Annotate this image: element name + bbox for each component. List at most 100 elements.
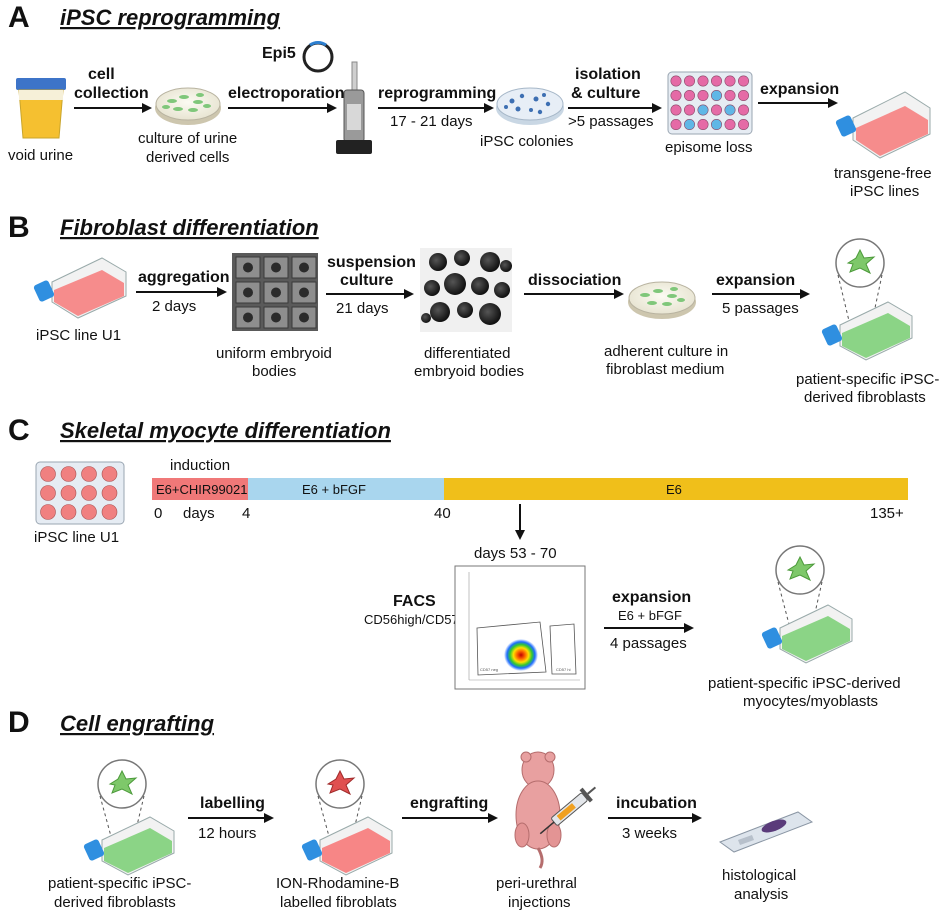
embryoid-body	[243, 312, 253, 323]
well	[670, 119, 682, 131]
and-culture-label: & culture	[571, 85, 640, 102]
well-plate-icon	[667, 71, 753, 135]
labelling-label: labelling	[200, 795, 265, 812]
timeline-bar: E6+CHIR99021 E6 + bFGF E6	[152, 478, 908, 500]
embryoid-body	[471, 277, 489, 295]
embryoid-body	[457, 302, 473, 318]
days-range-label: days 53 - 70	[474, 545, 557, 562]
patient-fibro-label-1: patient-specific iPSC-	[796, 371, 939, 388]
well	[81, 466, 97, 482]
well	[60, 504, 77, 520]
electroporation-label: electroporation	[228, 85, 344, 102]
tick-40: 40	[434, 505, 451, 522]
hist-label-1: histological	[722, 867, 796, 884]
well	[737, 104, 749, 116]
well	[724, 90, 736, 102]
expansion-b-label: expansion	[716, 272, 795, 289]
urine-cup-icon	[16, 78, 66, 139]
patient-fibro-label-2: derived fibroblasts	[804, 389, 926, 406]
panel-a-title: iPSC reprogramming	[60, 5, 281, 30]
epi5-label: Epi5	[262, 45, 296, 62]
panel-d-letter: D	[8, 706, 30, 739]
well	[101, 466, 118, 482]
patient-myo-label-2: myocytes/myoblasts	[743, 693, 878, 710]
panel-a: A iPSC reprogramming void urine cell col…	[8, 1, 932, 200]
plasmid-icon	[302, 40, 334, 73]
well	[697, 90, 709, 102]
embryoid-body	[299, 312, 309, 323]
reprogramming-days: 17 - 21 days	[390, 113, 473, 130]
well	[670, 104, 682, 116]
embryoid-body	[444, 273, 466, 295]
flask-icon	[33, 257, 127, 319]
aggregation-days: 2 days	[152, 298, 196, 315]
panel-c: C Skeletal myocyte differentiation iPSC …	[8, 414, 908, 710]
well	[670, 75, 682, 87]
transgene-label-1: transgene-free	[834, 165, 932, 182]
embryoid-body	[424, 280, 440, 296]
well	[683, 119, 695, 131]
embryoid-body	[421, 313, 431, 323]
ipsc-line-c-label: iPSC line U1	[34, 529, 119, 546]
twelve-well-plate-icon	[35, 461, 125, 525]
embryoid-body	[299, 287, 309, 298]
incubation-label: incubation	[616, 795, 697, 812]
induction-label: induction	[170, 457, 230, 474]
well	[710, 75, 722, 87]
well	[40, 466, 56, 482]
well	[81, 504, 97, 520]
ipsc-colonies-dish-icon	[496, 87, 564, 125]
ipsc-colonies-label: iPSC colonies	[480, 133, 573, 150]
well	[40, 485, 56, 501]
aggregation-label: aggregation	[138, 269, 230, 286]
adherent-label-2: fibroblast medium	[606, 361, 724, 378]
panel-d: D Cell engrafting patient-specific iPSC-…	[8, 706, 814, 911]
mouse-injection-icon	[514, 751, 597, 869]
timeline-seg-e6	[444, 478, 908, 500]
well	[697, 75, 709, 87]
well	[81, 485, 97, 501]
timeline-seg-chir	[152, 478, 248, 500]
adherent-label-1: adherent culture in	[604, 343, 728, 360]
incubation-time: 3 weeks	[622, 825, 677, 842]
expansion-passages-label: 4 passages	[610, 635, 687, 652]
well	[101, 504, 118, 520]
void-urine-label: void urine	[8, 147, 73, 164]
well	[40, 504, 56, 520]
ion-label-2: labelled fibroblats	[280, 894, 397, 911]
patient-fibro-d-label-1: patient-specific iPSC-	[48, 875, 191, 892]
episome-loss-label: episome loss	[665, 139, 753, 156]
passages-b-label: 5 passages	[722, 300, 799, 317]
patient-myo-label-1: patient-specific iPSC-derived	[708, 675, 901, 692]
embryoid-body	[429, 253, 447, 271]
well	[724, 75, 736, 87]
well	[724, 119, 736, 131]
culture-b-label: culture	[340, 272, 393, 289]
hist-label-2: analysis	[734, 886, 788, 903]
rhodamine-flask-icon	[301, 759, 393, 876]
well	[697, 104, 709, 116]
embryoid-body	[243, 287, 253, 298]
seg1-label: E6+CHIR99021	[156, 482, 247, 497]
histology-slide-icon	[718, 811, 814, 853]
expansion-a-label: expansion	[760, 81, 839, 98]
embryoid-body	[243, 262, 253, 273]
well	[670, 90, 682, 102]
urine-cells-dish-icon	[155, 87, 221, 125]
embryoid-bodies-microscopy	[232, 253, 318, 331]
embryoid-body	[299, 262, 309, 273]
well	[60, 485, 77, 501]
dissociation-label: dissociation	[528, 272, 621, 289]
embryoid-body	[500, 260, 512, 272]
well	[683, 90, 695, 102]
embryoid-body	[480, 252, 500, 272]
embryoid-body	[479, 303, 501, 325]
well	[683, 104, 695, 116]
passages-label: >5 passages	[568, 113, 653, 130]
embryoid-body	[271, 287, 281, 298]
panel-c-letter: C	[8, 414, 30, 447]
facs-gate-cd57hi: CD57 hi	[556, 667, 571, 672]
panel-d-title: Cell engrafting	[60, 711, 215, 736]
well	[683, 75, 695, 87]
